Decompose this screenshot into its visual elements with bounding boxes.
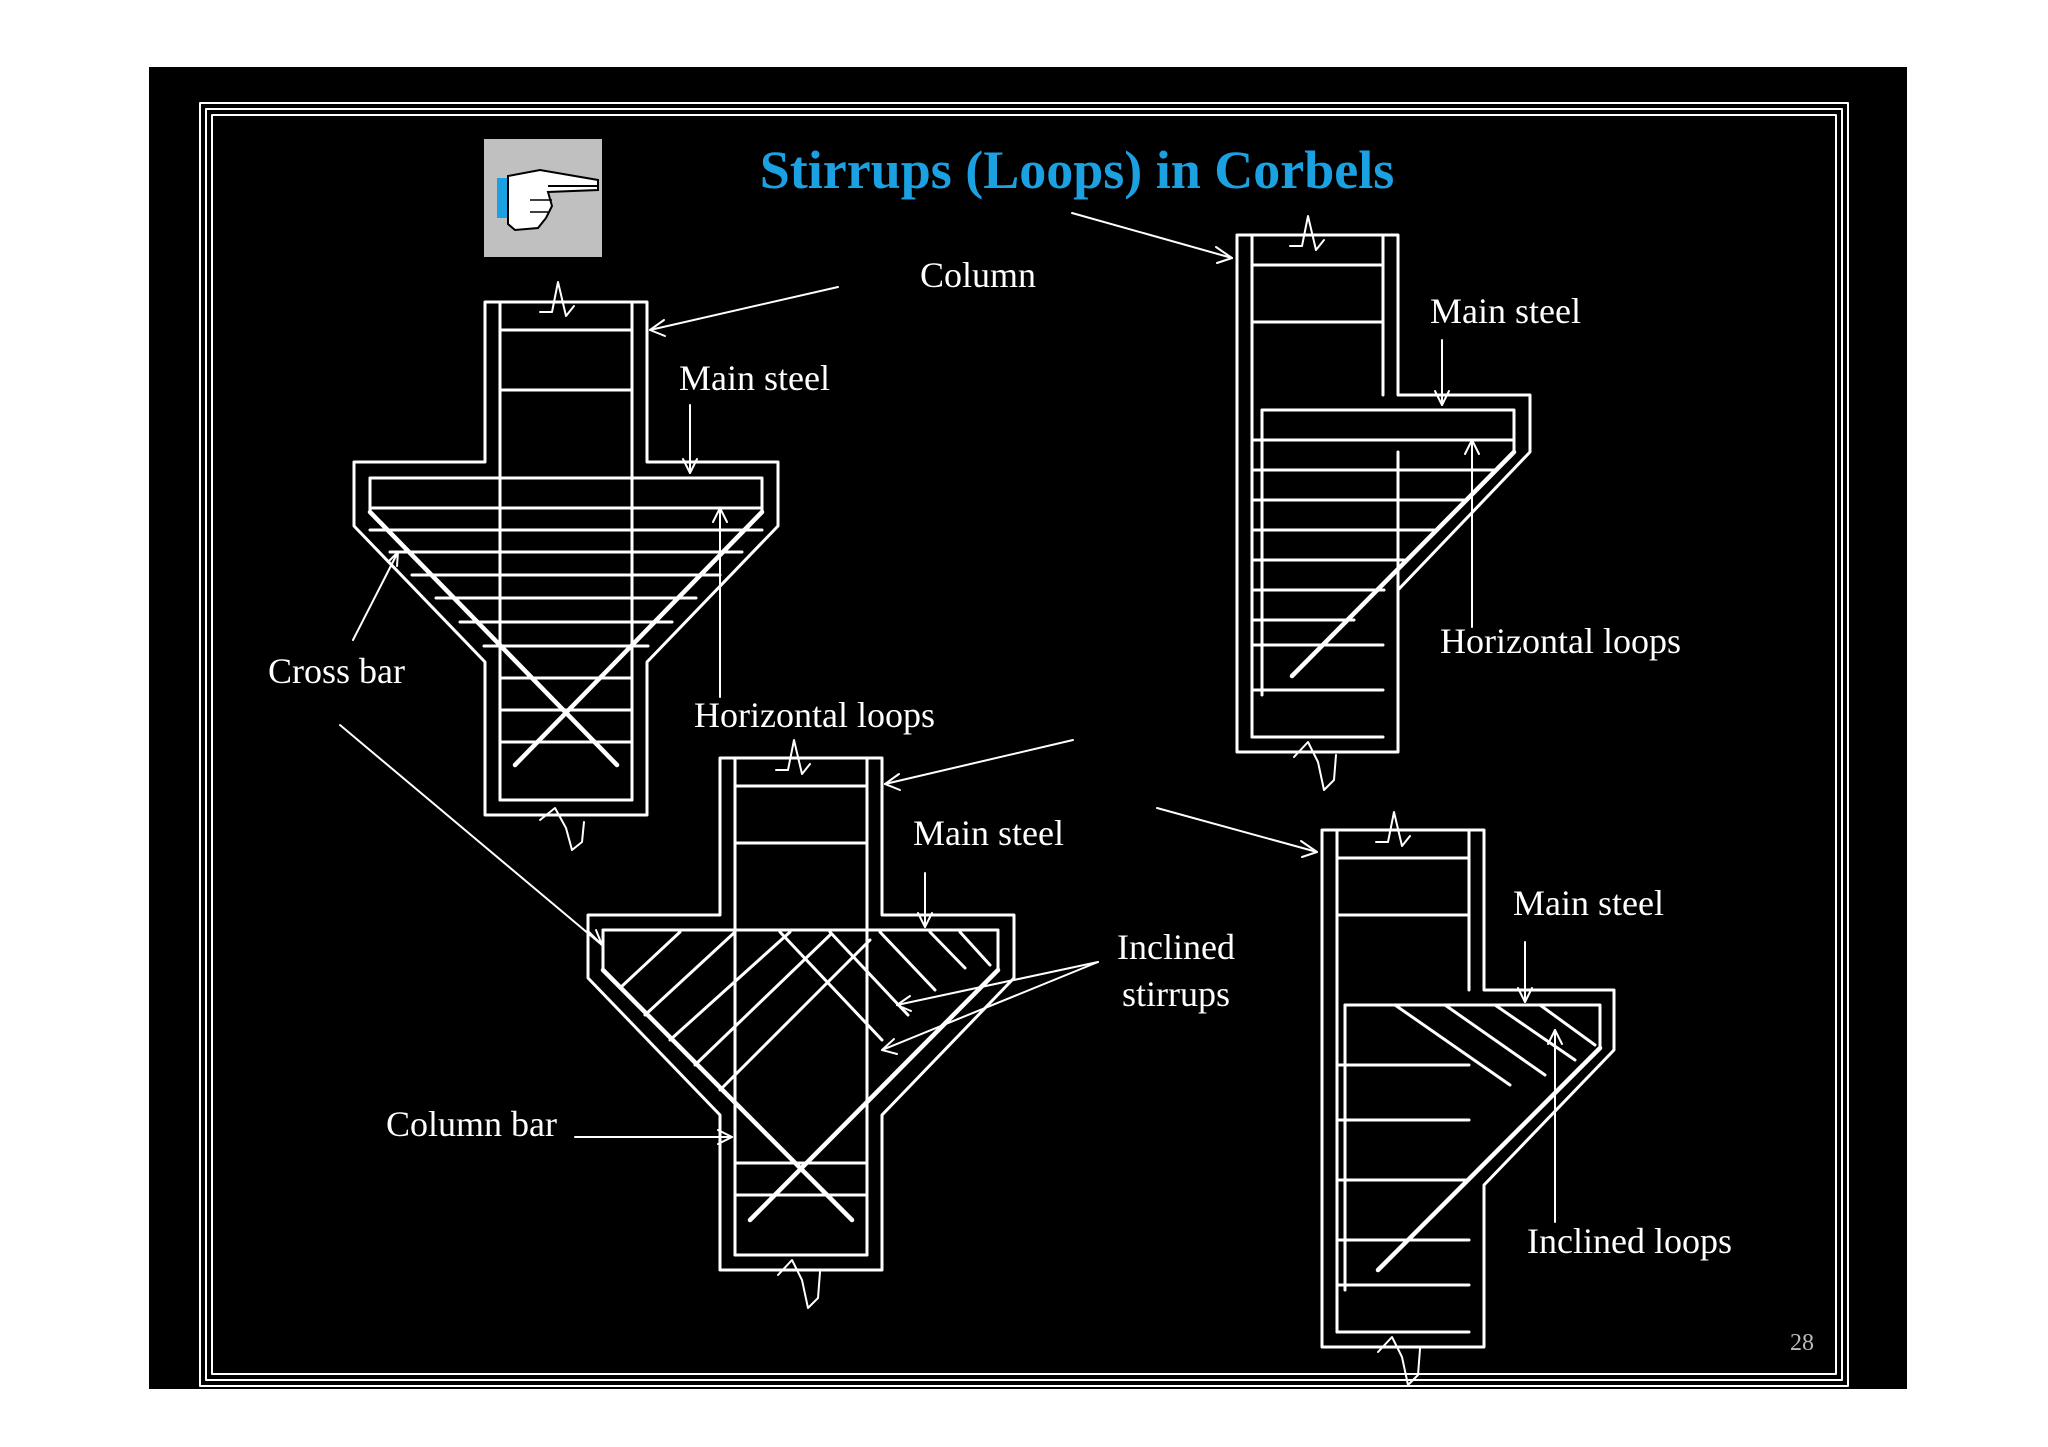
label-main-steel-4: Main steel [1513, 883, 1664, 923]
label-main-steel-3: Main steel [913, 813, 1064, 853]
corbel-horizontal-loops-single [1235, 215, 1532, 791]
leader-arrows [339, 212, 1563, 1223]
corbel-inclined-stirrups-double [586, 739, 1016, 1309]
pointing-hand-icon[interactable] [484, 139, 602, 257]
label-inclined-stirrups-line1: Inclined [1117, 927, 1235, 967]
label-cross-bar: Cross bar [268, 651, 405, 691]
slide-frame [199, 102, 1849, 1387]
label-horizontal-loops-2: Horizontal loops [1440, 621, 1681, 661]
label-inclined-stirrups-line2: stirrups [1122, 974, 1230, 1014]
label-inclined-loops: Inclined loops [1527, 1221, 1732, 1261]
corbel-inclined-loops-single [1320, 811, 1616, 1386]
slide-background [149, 67, 1907, 1389]
page-number: 28 [1790, 1330, 1814, 1356]
label-main-steel-2: Main steel [1430, 291, 1581, 331]
label-main-steel-1: Main steel [679, 358, 830, 398]
label-horizontal-loops-1: Horizontal loops [694, 695, 935, 735]
label-column: Column [920, 255, 1036, 295]
slide-title: Stirrups (Loops) in Corbels [760, 140, 1395, 200]
label-column-bar: Column bar [386, 1104, 557, 1144]
